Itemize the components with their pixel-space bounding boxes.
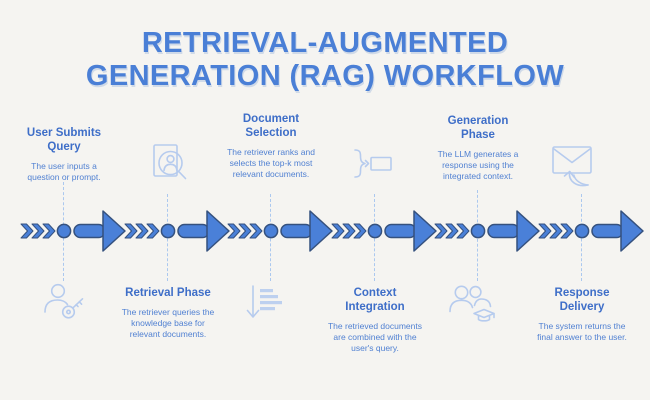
step-description: The user inputs a question or prompt. [27,161,101,183]
flow-arrow-unit-2 [124,210,230,252]
flow-arrow-unit-3 [227,210,333,252]
step-description: The LLM generates a response using the i… [437,149,519,182]
context-merge-icon [354,149,392,178]
step-1-user-submits-query: User Submits Query The user inputs a que… [9,126,119,183]
page-title-line1: RETRIEVAL-AUGMENTED [141,27,509,59]
page-title: RETRIEVAL-AUGMENTED GENERATION (RAG) WOR… [0,27,650,93]
document-search-icon [153,144,187,180]
step-description: The retrieved documents are combined wit… [327,321,423,354]
step-4-context-integration: Context Integration The retrieved docume… [320,286,430,355]
step-heading: Response Delivery [554,287,610,314]
step-3-document-selection: Document Selection The retriever ranks a… [216,112,326,181]
step-heading: User Submits Query [26,127,102,154]
user-key-icon [44,283,84,319]
step-heading: Generation Phase [447,115,509,142]
step-5-generation-phase: Generation Phase The LLM generates a res… [423,114,533,183]
step-heading: Retrieval Phase [125,287,211,299]
step-heading: Document Selection [242,113,300,140]
step-description: The retriever ranks and selects the top-… [227,147,315,180]
flow-arrow-unit-1 [20,210,126,252]
step-description: The system returns the final answer to t… [537,321,627,343]
page-title-line2: GENERATION (RAG) WORKFLOW [85,60,565,92]
users-graduation-icon [449,285,495,322]
step-heading: Context Integration [345,287,405,314]
step-description: The retriever queries the knowledge base… [121,307,215,340]
flow-arrow-unit-4 [331,210,437,252]
flow-arrow-unit-6 [538,210,644,252]
sort-ranking-icon [246,285,282,318]
mail-reply-icon [552,146,592,187]
step-2-retrieval-phase: Retrieval Phase The retriever queries th… [113,286,223,341]
flow-arrow-unit-5 [434,210,540,252]
step-6-response-delivery: Response Delivery The system returns the… [527,286,637,343]
